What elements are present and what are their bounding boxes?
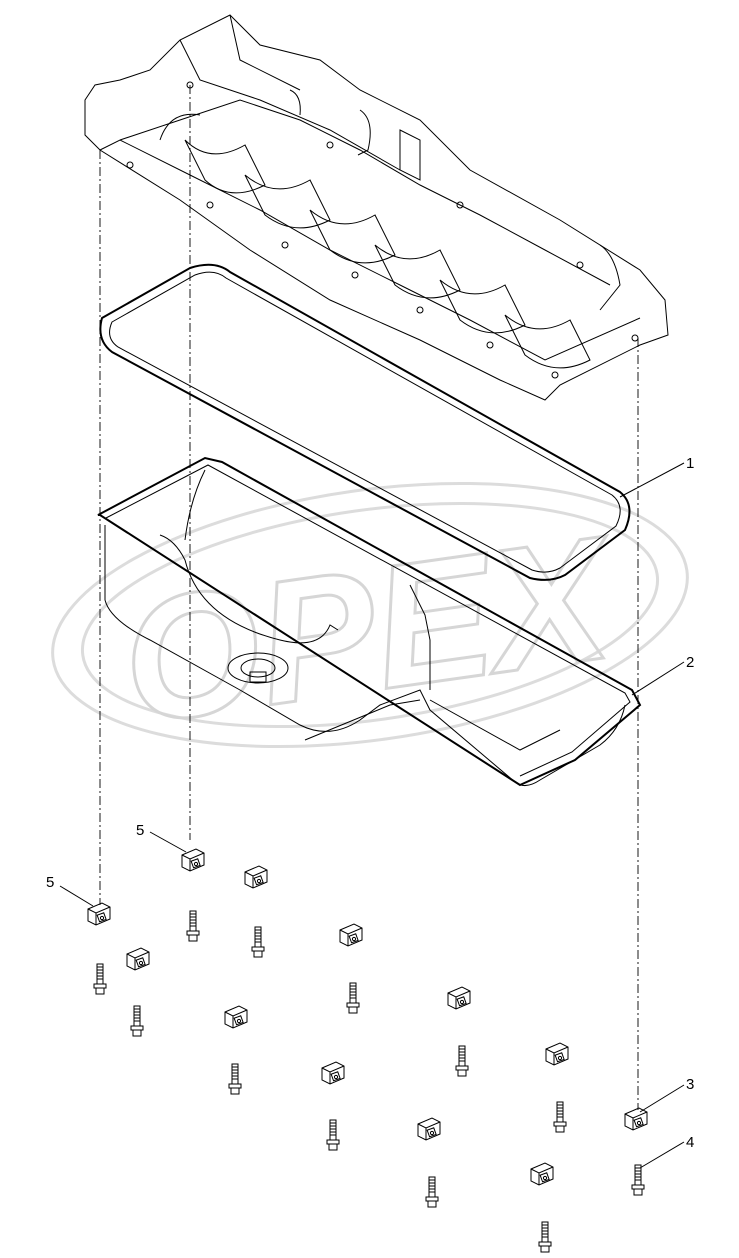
brackets xyxy=(87,848,648,1186)
watermark: OPEX xyxy=(51,481,689,763)
callout-1: 1 xyxy=(686,455,694,472)
bolts xyxy=(93,910,645,1253)
callout-3: 3 xyxy=(686,1076,694,1093)
bracket-5b xyxy=(181,848,205,872)
watermark-text: OPEX xyxy=(111,500,629,762)
callout-4: 4 xyxy=(686,1134,694,1151)
alignment-lines xyxy=(99,85,639,1110)
callouts: 1 2 3 4 5 5 xyxy=(46,455,694,1169)
gasket xyxy=(99,263,631,581)
bracket-3 xyxy=(624,1107,648,1131)
callout-5a: 5 xyxy=(46,874,54,891)
oil-pan xyxy=(97,456,642,787)
bolt-4 xyxy=(631,1164,645,1196)
callout-5b: 5 xyxy=(136,822,144,839)
callout-2: 2 xyxy=(686,654,694,671)
bracket-5a xyxy=(87,902,111,926)
engine-block xyxy=(84,14,669,401)
